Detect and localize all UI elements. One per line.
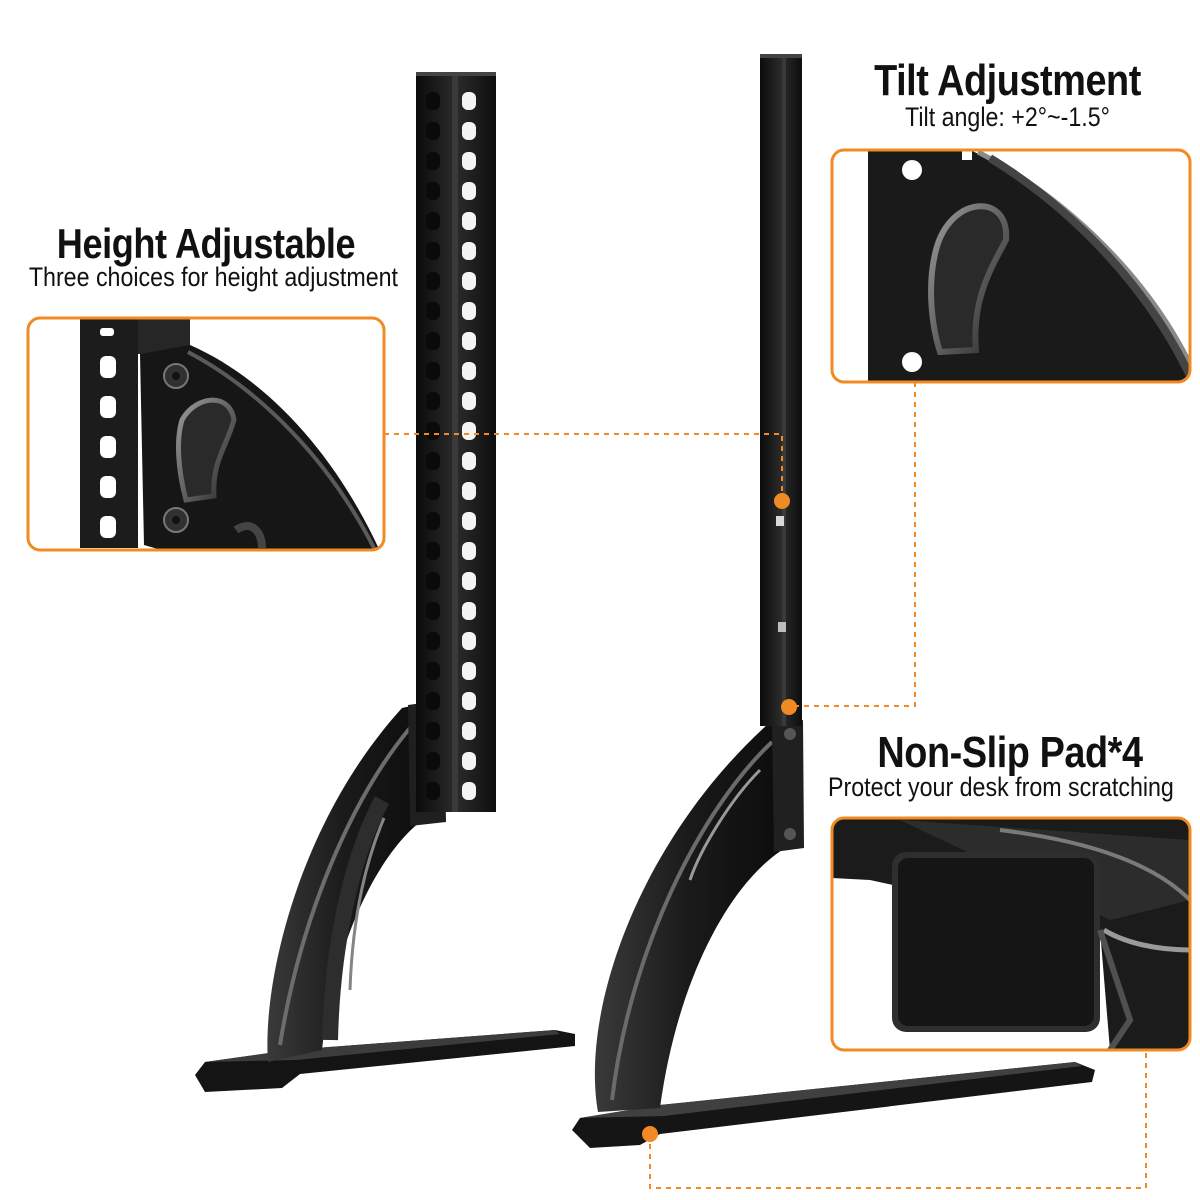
right-stand-base — [572, 1062, 1095, 1148]
column-hole — [426, 692, 440, 710]
column-hole — [462, 662, 476, 680]
non-slip-pad-title: Non-Slip Pad*4 — [877, 728, 1143, 777]
column-hole — [462, 692, 476, 710]
column-hole — [462, 752, 476, 770]
height-marker-dot — [774, 493, 790, 509]
column-hole — [462, 122, 476, 140]
tilt-adjustment-title: Tilt Adjustment — [874, 56, 1141, 105]
column-hole — [462, 452, 476, 470]
column-hole — [426, 272, 440, 290]
tilt-adjust-closeup — [830, 148, 1192, 384]
column-hole — [426, 152, 440, 170]
column-hole — [462, 362, 476, 380]
right-stand-column — [760, 54, 802, 726]
column-hole — [462, 182, 476, 200]
column-hole — [426, 242, 440, 260]
column-hole — [462, 422, 476, 440]
column-hole — [426, 122, 440, 140]
column-hole — [462, 272, 476, 290]
column-hole — [462, 242, 476, 260]
column-hole — [426, 602, 440, 620]
column-hole — [462, 782, 476, 800]
column-hole — [426, 662, 440, 680]
column-hole — [462, 392, 476, 410]
column-hole — [462, 302, 476, 320]
column-hole — [426, 752, 440, 770]
column-hole — [426, 722, 440, 740]
column-hole — [426, 452, 440, 470]
column-hole — [426, 332, 440, 350]
column-hole — [462, 572, 476, 590]
column-hole — [462, 332, 476, 350]
non-slip-pad-subtitle: Protect your desk from scratching — [828, 772, 1174, 802]
left-column-holes — [426, 92, 476, 800]
height-adjust-closeup — [26, 316, 386, 552]
column-hole — [426, 392, 440, 410]
non-slip-pad-closeup — [830, 816, 1192, 1052]
column-hole — [462, 482, 476, 500]
pad-marker-dot — [642, 1126, 658, 1142]
column-hole — [426, 362, 440, 380]
column-hole — [462, 632, 476, 650]
column-hole — [426, 212, 440, 230]
tilt-adjustment-subtitle: Tilt angle: +2°~-1.5° — [905, 102, 1110, 132]
column-hole — [426, 572, 440, 590]
height-adjustable-title: Height Adjustable — [56, 220, 356, 267]
column-hole — [462, 212, 476, 230]
right-stand-arch — [594, 720, 802, 1112]
callout-connectors — [384, 382, 1147, 1189]
column-hole — [426, 92, 440, 110]
left-stand-base — [195, 1030, 575, 1092]
column-hole — [426, 782, 440, 800]
column-hole — [426, 542, 440, 560]
column-hole — [462, 722, 476, 740]
column-hole — [426, 512, 440, 530]
column-hole — [426, 422, 440, 440]
column-hole — [462, 512, 476, 530]
right-stand — [572, 54, 1095, 1148]
column-hole — [462, 152, 476, 170]
column-hole — [462, 602, 476, 620]
column-hole — [426, 482, 440, 500]
column-hole — [426, 182, 440, 200]
column-hole — [426, 632, 440, 650]
tilt-marker-dot — [781, 699, 797, 715]
height-adjustable-subtitle: Three choices for height adjustment — [28, 262, 398, 292]
column-hole — [462, 542, 476, 560]
column-hole — [462, 92, 476, 110]
column-hole — [426, 302, 440, 320]
